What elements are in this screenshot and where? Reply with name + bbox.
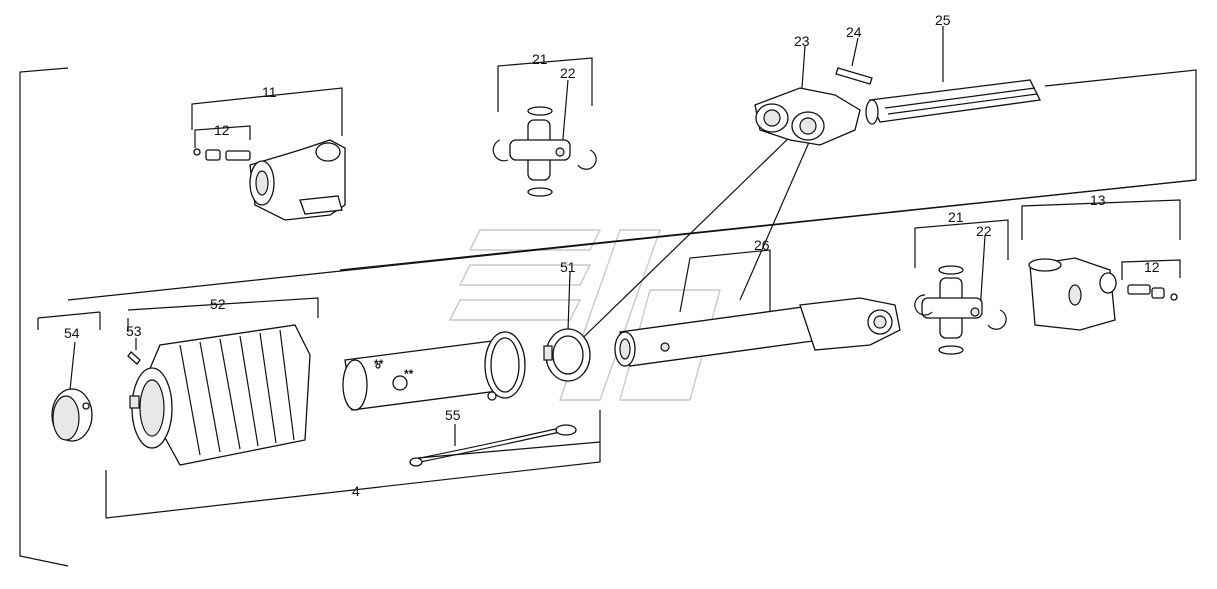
label-12-right: 12 [1144, 259, 1160, 275]
inner-tube-part-26 [614, 297, 901, 367]
group-frame-lines [19, 26, 1197, 567]
label-12-left: 12 [214, 122, 230, 138]
label-24: 24 [846, 24, 862, 40]
chain-part-55 [409, 424, 577, 467]
marker-stars-b: ** [404, 367, 414, 381]
label-23: 23 [794, 33, 810, 49]
part-number-labels: 11 12 21 22 23 24 25 13 21 22 12 26 51 5… [64, 12, 1160, 499]
yoke-part-13 [1028, 257, 1117, 331]
label-4: 4 [352, 483, 360, 499]
yoke-part-23 [754, 87, 861, 146]
label-21-right: 21 [948, 209, 964, 225]
label-52: 52 [210, 296, 226, 312]
bearing-ring-part-51 [543, 328, 591, 382]
label-53: 53 [126, 323, 142, 339]
bolt-part-12-left [193, 148, 251, 161]
label-22-right: 22 [976, 223, 992, 239]
label-25: 25 [935, 12, 951, 28]
cross-joint-part-21-top [492, 106, 597, 197]
marker-stars-a: ** [374, 357, 384, 371]
label-22-top: 22 [560, 65, 576, 81]
outer-tube-guard [342, 331, 526, 411]
cross-joint-part-21-right [914, 265, 1007, 355]
label-11: 11 [262, 84, 277, 100]
label-55: 55 [445, 407, 461, 423]
label-51: 51 [560, 259, 576, 275]
screw-part-53 [127, 351, 141, 365]
yoke-part-11 [249, 139, 346, 221]
bolt-part-12-right [1127, 284, 1178, 301]
profile-tube-part-25 [865, 79, 1041, 125]
bellows-guard-part-52 [129, 324, 311, 466]
spring-pin-part-24 [835, 67, 873, 85]
label-26: 26 [754, 237, 770, 253]
ring-part-54 [51, 388, 93, 442]
label-54: 54 [64, 325, 80, 341]
label-21-top: 21 [532, 51, 548, 67]
label-13: 13 [1090, 192, 1106, 208]
